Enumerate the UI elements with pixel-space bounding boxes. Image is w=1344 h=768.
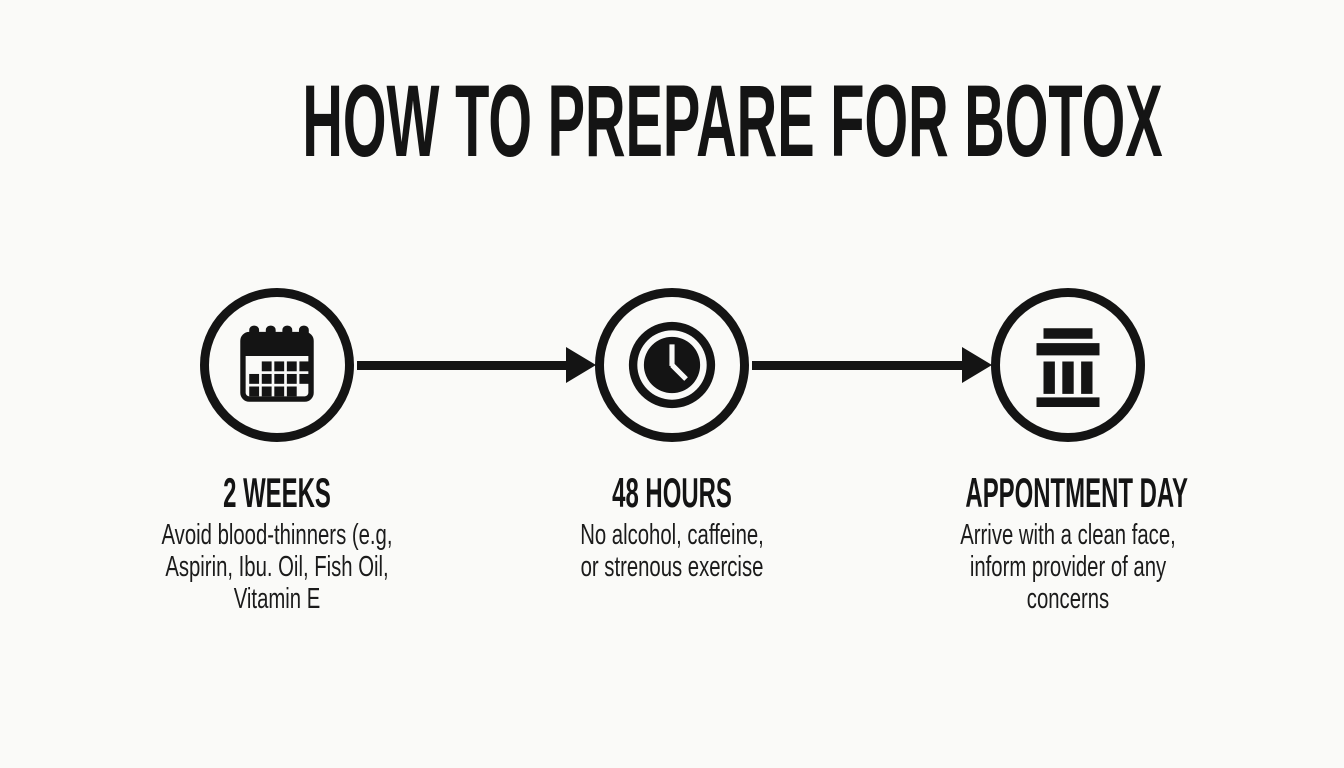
step-heading: 2 WEEKS [223, 469, 331, 516]
clock-icon [627, 320, 717, 410]
step-icon-circle [595, 288, 749, 442]
page-title: HOW TO PREPARE FOR BOTOX [302, 64, 1163, 178]
bank-building-icon [1026, 323, 1110, 407]
calendar-icon [234, 322, 320, 408]
step-heading: 48 HOURS [612, 469, 732, 516]
step-icon-circle [991, 288, 1145, 442]
step-description: No alcohol, caffeine, or strenous exerci… [580, 519, 764, 583]
step-description: Avoid blood-thinners (e.g, Aspirin, Ibu.… [161, 519, 393, 615]
step-icon-circle [200, 288, 354, 442]
step-two-weeks-text: 2 WEEKS Avoid blood-thinners (e.g, Aspir… [97, 469, 457, 616]
step-two-weeks [97, 288, 457, 442]
step-appointment-day-text: APPONTMENT DAY Arrive with a clean face,… [888, 469, 1248, 616]
step-description: Arrive with a clean face, inform provide… [960, 519, 1176, 615]
step-48-hours [492, 288, 852, 442]
step-appointment-day [888, 288, 1248, 442]
step-48-hours-text: 48 HOURS No alcohol, caffeine, or streno… [492, 469, 852, 584]
step-heading: APPONTMENT DAY [965, 469, 1188, 516]
